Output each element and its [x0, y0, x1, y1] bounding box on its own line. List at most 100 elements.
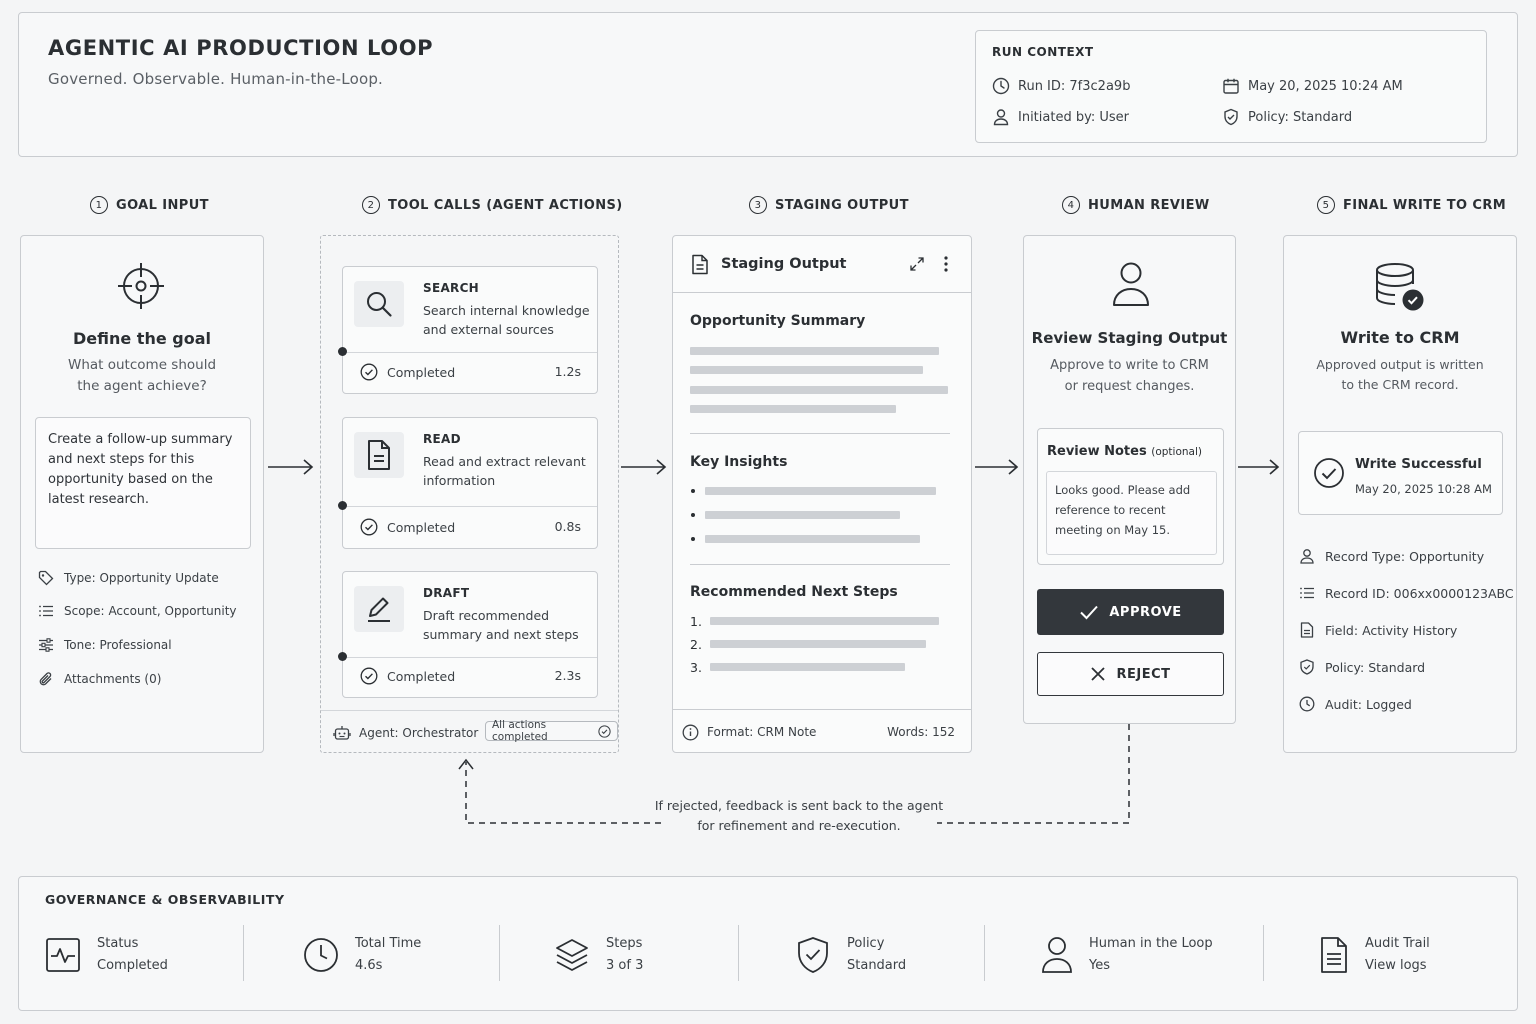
crm-record-type: Record Type: Opportunity: [1299, 548, 1484, 564]
step-header-review: 4 HUMAN REVIEW: [1062, 196, 1210, 214]
step-header-crm: 5 FINAL WRITE TO CRM: [1317, 196, 1506, 214]
row-key: Audit:: [1325, 696, 1362, 712]
step-header-tools: 2 TOOL CALLS (AGENT ACTIONS): [362, 196, 623, 214]
approve-button[interactable]: APPROVE: [1037, 589, 1224, 635]
run-context-panel: RUN CONTEXT Run ID: 7f3c2a9b May 20, 202…: [975, 30, 1487, 143]
step-label: FINAL WRITE TO CRM: [1343, 197, 1507, 213]
crm-title: Write to CRM: [1340, 328, 1460, 347]
tool-description: Search internal knowledge and external s…: [423, 303, 590, 337]
write-success-card: Write Successful May 20, 2025 10:28 AM: [1298, 431, 1503, 515]
reject-button[interactable]: REJECT: [1037, 652, 1224, 696]
review-notes-box: Review Notes (optional) Looks good. Plea…: [1037, 428, 1224, 565]
run-context-label: RUN CONTEXT: [992, 45, 1094, 59]
step-label: TOOL CALLS (AGENT ACTIONS): [388, 197, 623, 213]
tool-description: Draft recommended summary and next steps: [423, 608, 579, 642]
tool-status: Completed: [360, 363, 455, 381]
word-count: Words: 152: [887, 725, 955, 739]
feedback-note: If rejected, feedback is sent back to th…: [640, 796, 958, 836]
staging-header: Staging Output: [673, 236, 971, 293]
run-policy: Policy: Standard: [1248, 109, 1353, 125]
gov-value: Yes: [1089, 958, 1110, 973]
check-circle-icon: [360, 363, 378, 381]
tool-card-draft[interactable]: DRAFT Draft recommended summary and next…: [338, 571, 598, 698]
more-options-icon[interactable]: [943, 255, 949, 273]
check-circle-icon: [1313, 457, 1345, 489]
row-key: Policy:: [1325, 659, 1365, 675]
gov-value: 4.6s: [355, 958, 383, 973]
shield-icon: [1299, 659, 1315, 675]
reject-label: REJECT: [1116, 666, 1171, 682]
goal-input-panel: Define the goal What outcome should the …: [20, 235, 264, 753]
goal-meta-tone: Tone: Professional: [38, 637, 172, 653]
gov-label: Total Time: [355, 936, 422, 951]
clock-icon: [1299, 696, 1315, 712]
tool-duration: 0.8s: [554, 519, 581, 534]
initiated-by-item: Initiated by: User: [992, 108, 1129, 126]
tool-status: Completed: [360, 518, 455, 536]
row-key: Field:: [1325, 622, 1359, 638]
tool-card-search[interactable]: SEARCH Search internal knowledge and ext…: [338, 266, 598, 394]
pulse-icon: [45, 937, 81, 973]
tool-calls-panel: SEARCH Search internal knowledge and ext…: [320, 235, 619, 753]
notes-label-text: Review Notes: [1047, 444, 1147, 459]
tool-card-read[interactable]: READ Read and extract relevant informati…: [338, 417, 598, 549]
tag-icon: [38, 570, 54, 586]
tools-footer: Agent: Orchestrator All actions complete…: [321, 710, 618, 754]
crm-record-id: Record ID: 006xx0000123ABC: [1299, 585, 1514, 601]
page-subtitle: Governed. Observable. Human-in-the-Loop.: [48, 70, 384, 88]
meta-key: Type:: [64, 571, 96, 585]
row-value: Activity History: [1362, 622, 1458, 638]
meta-value: Opportunity Update: [99, 571, 219, 585]
agent-label: Agent: Orchestrator: [333, 724, 478, 742]
goal-text-field[interactable]: Create a follow-up summary and next step…: [35, 417, 251, 549]
divider: [738, 925, 739, 981]
tool-status-label: Completed: [387, 519, 456, 535]
goal-meta-attachments[interactable]: Attachments (0): [38, 671, 161, 687]
final-write-panel: Write to CRM Approved output is written …: [1283, 235, 1517, 753]
bullet: [691, 537, 695, 541]
format-label: Format: CRM Note: [707, 725, 817, 739]
meta-value: Professional: [99, 638, 172, 652]
section-title-next-steps: Recommended Next Steps: [690, 584, 898, 600]
document-icon: [1299, 622, 1315, 638]
feedback-loop-connector: [458, 724, 1130, 824]
section-title-insights: Key Insights: [690, 454, 788, 470]
feedback-line1: If rejected, feedback is sent back to th…: [654, 798, 944, 813]
expand-icon[interactable]: [909, 256, 925, 272]
goal-meta-type: Type: Opportunity Update: [38, 570, 219, 586]
placeholder-line: [690, 347, 939, 355]
gov-value: Standard: [847, 958, 907, 973]
status-badge: All actions completed: [485, 719, 618, 743]
document-icon: [691, 254, 709, 275]
step-number: 4: [1062, 196, 1080, 214]
tool-duration: 1.2s: [554, 364, 581, 379]
run-date-item: May 20, 2025 10:24 AM: [1222, 77, 1403, 95]
row-value: Standard: [1368, 659, 1426, 675]
review-notes-textarea[interactable]: Looks good. Please add reference to rece…: [1046, 471, 1217, 555]
badge-label: All actions completed: [492, 719, 548, 743]
crm-desc-line2: to the CRM record.: [1341, 377, 1459, 392]
attachments-label: Attachments (0): [64, 672, 162, 686]
run-id-item: Run ID: 7f3c2a9b: [992, 77, 1130, 95]
timeline-dot: [338, 501, 347, 510]
review-title: Review Staging Output: [1031, 329, 1228, 347]
tool-status: Completed: [360, 667, 455, 685]
tool-status-label: Completed: [387, 364, 456, 380]
shield-check-icon: [1222, 108, 1240, 126]
success-timestamp: May 20, 2025 10:28 AM: [1355, 482, 1492, 496]
check-icon: [1079, 604, 1099, 620]
list-number: 3.: [690, 660, 702, 675]
row-key: Record Type:: [1325, 548, 1406, 564]
step-label: HUMAN REVIEW: [1088, 197, 1210, 213]
divider: [343, 352, 597, 353]
view-logs-link[interactable]: View logs: [1365, 958, 1427, 973]
pen-icon: [354, 586, 404, 632]
check-circle-icon: [598, 724, 611, 738]
placeholder-line: [690, 405, 896, 413]
row-value: 006xx0000123ABC: [1393, 585, 1514, 601]
bullet: [691, 489, 695, 493]
flow-arrow-4: [1238, 459, 1280, 475]
